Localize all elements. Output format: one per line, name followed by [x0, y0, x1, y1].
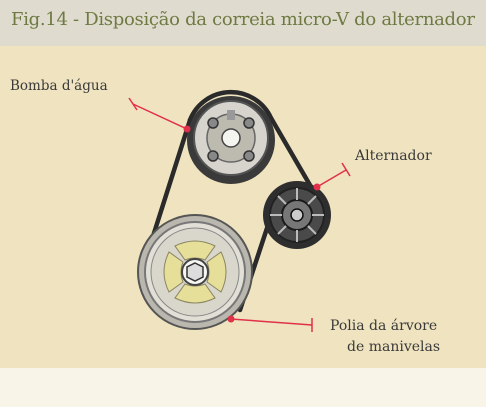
footer-strip	[0, 368, 486, 407]
callout-water-pump	[128, 97, 191, 133]
callout-crank-pulley	[227, 315, 313, 332]
water-pump-pulley	[187, 96, 275, 184]
crankshaft-pulley	[137, 214, 253, 330]
alternator-pulley	[263, 181, 331, 249]
callout-alternator	[313, 162, 351, 191]
belt-wrap-pump	[187, 89, 274, 123]
figure-title: Fig.14 - Disposição da correia micro-V d…	[11, 9, 475, 30]
figure-header: Fig.14 - Disposição da correia micro-V d…	[0, 0, 486, 46]
label-crank-pulley-line2: de manivelas	[347, 339, 441, 355]
label-alternator: Alternador	[355, 148, 432, 164]
label-crank-pulley-line1: Polia da árvore	[330, 318, 438, 334]
label-water-pump: Bomba d'água	[10, 78, 108, 94]
belt-segment-top-right	[268, 115, 317, 195]
